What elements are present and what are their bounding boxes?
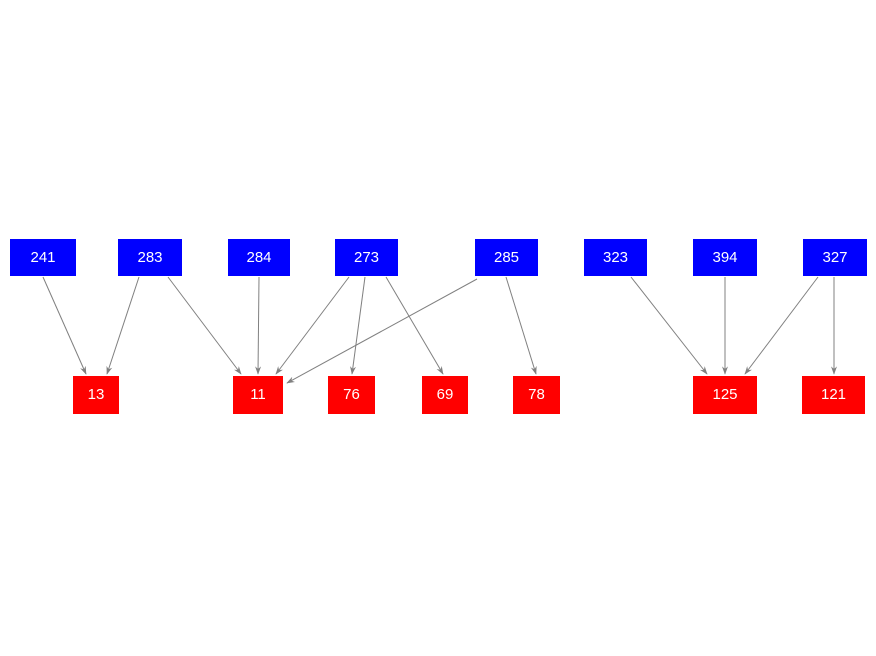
graph-node-label: 327 (822, 248, 848, 266)
graph-node-label: 69 (436, 386, 454, 403)
graph-node-69[interactable]: 69 (422, 376, 468, 414)
graph-node-285[interactable]: 285 (475, 239, 538, 276)
graph-node-76[interactable]: 76 (328, 376, 375, 414)
graph-node-label: 13 (87, 386, 105, 403)
graph-node-284[interactable]: 284 (228, 239, 290, 276)
graph-node-13[interactable]: 13 (73, 376, 119, 414)
graph-node-label: 78 (528, 386, 545, 403)
graph-node-label: 241 (30, 248, 56, 266)
edge-group (42, 276, 838, 384)
graph-edge-n284-to-n11 (255, 276, 262, 375)
graph-edge-n273-to-n11 (275, 276, 350, 375)
graph-node-label: 323 (602, 248, 629, 266)
graph-node-label: 125 (712, 386, 738, 403)
graph-node-label: 284 (246, 248, 272, 266)
graph-node-11[interactable]: 11 (233, 376, 283, 414)
graph-edge-n283-to-n13 (106, 276, 140, 375)
graph-node-121[interactable]: 121 (802, 376, 865, 414)
graph-node-label: 121 (820, 386, 847, 403)
graph-node-125[interactable]: 125 (693, 376, 757, 414)
graph-node-241[interactable]: 241 (10, 239, 76, 276)
graph-node-273[interactable]: 273 (335, 239, 398, 276)
graph-node-label: 394 (712, 248, 738, 266)
graph-node-label: 11 (250, 386, 266, 403)
graph-edge-n327-to-n125 (744, 276, 819, 375)
graph-node-394[interactable]: 394 (693, 239, 757, 276)
graph-edge-n285-to-n78 (505, 276, 537, 375)
graph-edge-n273-to-n76 (350, 276, 366, 375)
graph-node-78[interactable]: 78 (513, 376, 560, 414)
graph-node-327[interactable]: 327 (803, 239, 867, 276)
graph-edge-n323-to-n125 (630, 276, 708, 375)
graph-edge-n273-to-n69 (385, 276, 444, 375)
graph-node-283[interactable]: 283 (118, 239, 182, 276)
graph-edge-n285-to-n11 (286, 278, 478, 384)
graph-node-label: 273 (353, 248, 380, 266)
graph-node-323[interactable]: 323 (584, 239, 647, 276)
graph-edge-n241-to-n13 (42, 276, 87, 375)
graph-node-label: 285 (493, 248, 520, 266)
graph-node-label: 283 (137, 248, 163, 266)
graph-edge-n283-to-n11 (167, 276, 242, 375)
graph-node-label: 76 (343, 386, 360, 403)
